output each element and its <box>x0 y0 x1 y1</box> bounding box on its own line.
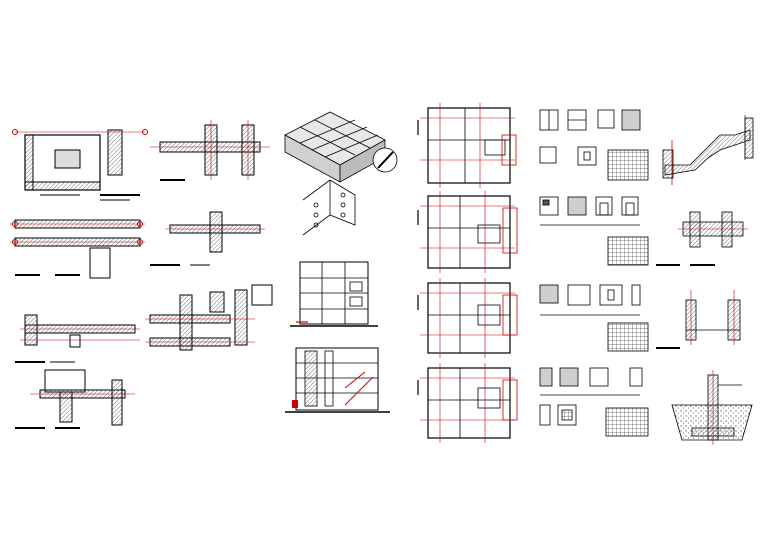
floor-plan-3 <box>420 278 518 358</box>
floor-plan-4 <box>420 363 518 443</box>
panel-row-2 <box>539 196 649 266</box>
building-section <box>285 347 390 413</box>
detail-room-corner <box>12 129 148 201</box>
panel-row-1 <box>539 109 649 181</box>
stair-section <box>662 115 754 185</box>
axonometric-frame <box>284 111 398 183</box>
detail-pit <box>15 369 135 429</box>
wall-junction-b <box>656 290 741 349</box>
wall-junction-a <box>656 211 748 266</box>
section-views <box>285 347 390 413</box>
wall-panel-isometric <box>302 179 356 236</box>
detail-beam-column <box>145 284 273 351</box>
axonometric-and-elevation <box>284 111 398 327</box>
floor-plan-1 <box>420 103 517 188</box>
detail-double-wall <box>10 219 145 279</box>
floor-plans <box>417 103 518 443</box>
footing-detail <box>671 370 753 445</box>
column-wall-joint-details <box>10 120 273 429</box>
detail-wall-corner <box>15 314 140 363</box>
panel-row-3 <box>539 284 649 352</box>
detail-t-joint <box>150 120 270 181</box>
floor-plan-2 <box>420 191 518 273</box>
detail-l-joint <box>150 211 265 266</box>
panel-and-opening-details <box>539 109 649 437</box>
stair-and-foundation-details <box>656 115 754 445</box>
panel-row-4 <box>539 367 649 437</box>
building-elevation <box>290 261 378 327</box>
